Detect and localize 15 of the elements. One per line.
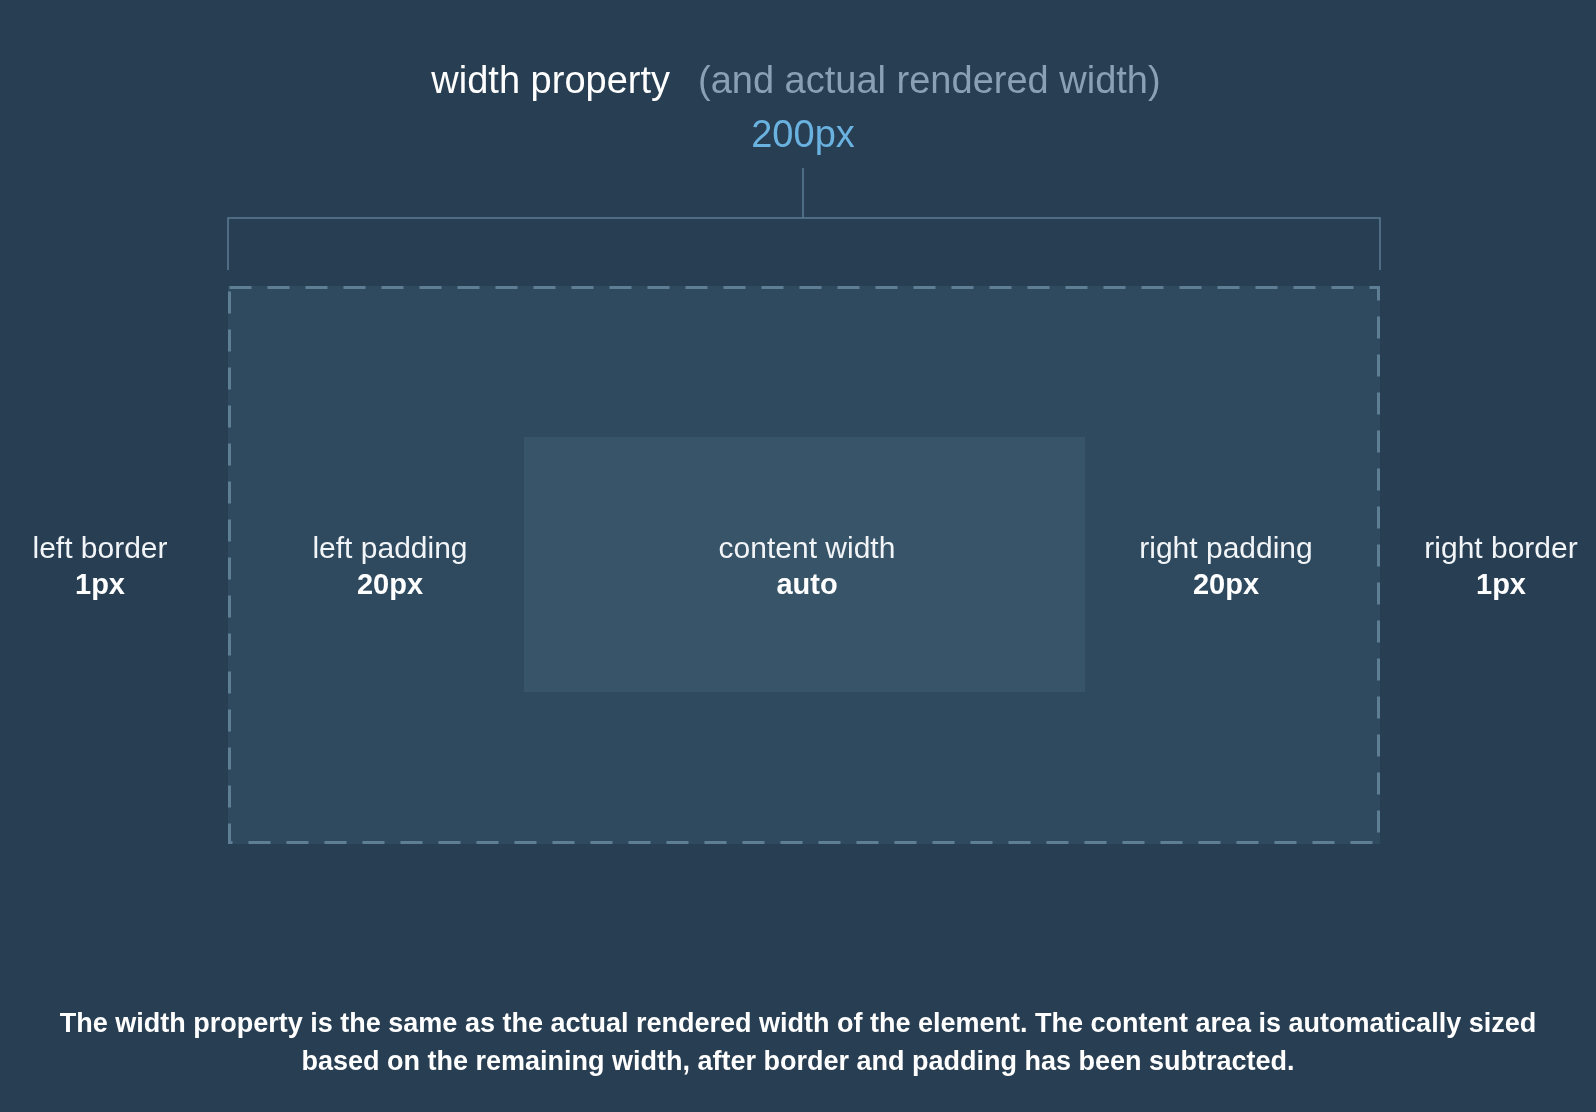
element-box [228, 286, 1380, 844]
caption: The width property is the same as the actual rendered width of the element. The content area is automatically sized based on the remaining width, after border and padding has been subtracted. [58, 1007, 1538, 1078]
dimension-label: 200px [751, 113, 855, 157]
content-value: auto [776, 568, 838, 602]
content-label: content width [718, 530, 896, 566]
padding-label: left padding [312, 530, 468, 566]
subtitle: (and actual rendered width) [698, 59, 1161, 103]
padding-label: right padding [1139, 530, 1313, 566]
padding-value: 20px [1192, 568, 1260, 602]
diagram-title: width property [431, 59, 670, 103]
padding-value: 20px [356, 568, 424, 602]
border-label: right border [1424, 530, 1578, 566]
border-value: 1px [75, 568, 125, 602]
border-value: 1px [1476, 568, 1526, 602]
border-label: left border [32, 530, 168, 566]
